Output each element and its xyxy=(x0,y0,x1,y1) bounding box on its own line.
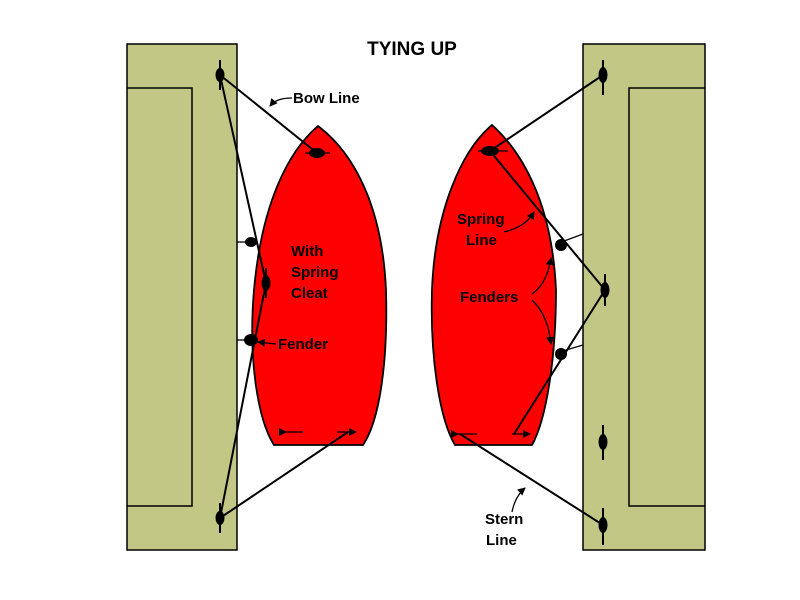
with-spring-cleat-label: With Spring Cleat xyxy=(291,243,339,302)
left-hardware xyxy=(215,60,271,533)
left-dock-lines xyxy=(219,74,349,519)
fender-label: Fender xyxy=(278,336,328,353)
fenders-label: Fenders xyxy=(460,289,518,306)
right-dock-cleat-bottom xyxy=(598,508,608,545)
svg-text:Spring: Spring xyxy=(457,211,505,228)
right-dock-lines xyxy=(459,74,606,526)
label-pointers xyxy=(257,97,555,513)
right-fender-top-icon xyxy=(555,239,567,251)
right-dock-cleat-lower xyxy=(598,425,608,460)
svg-text:Line: Line xyxy=(486,532,517,549)
bow-line-label: Bow Line xyxy=(293,90,360,107)
right-fender-bottom-icon xyxy=(555,348,567,360)
left-dock xyxy=(126,43,238,551)
left-dock-cleat-bottom xyxy=(215,503,225,533)
svg-text:With: With xyxy=(291,243,323,260)
left-fender-top-icon xyxy=(245,237,257,247)
svg-text:Cleat: Cleat xyxy=(291,285,328,302)
left-boat xyxy=(251,124,388,446)
spring-line-label: Spring Line xyxy=(457,211,505,249)
left-fender-bottom-icon xyxy=(244,334,258,346)
right-hardware xyxy=(555,60,610,545)
right-dock-cleat-top xyxy=(598,60,608,95)
svg-text:Stern: Stern xyxy=(485,511,523,528)
left-dock-cleat-top xyxy=(215,60,225,90)
spring-cleat-icon xyxy=(261,268,271,298)
right-dock-cleat-middle xyxy=(600,274,610,306)
svg-text:Line: Line xyxy=(466,232,497,249)
svg-text:Spring: Spring xyxy=(291,264,339,281)
stern-line-label: Stern Line xyxy=(485,511,523,549)
diagram-title: TYING UP xyxy=(367,39,457,60)
